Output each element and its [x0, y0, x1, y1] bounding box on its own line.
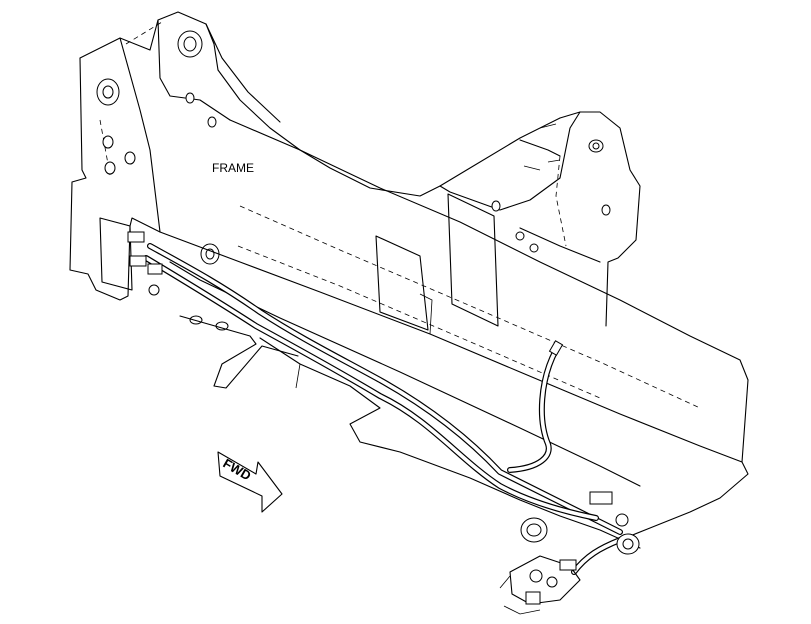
frame-label: FRAME	[212, 161, 254, 175]
frame-mount-holes	[96, 30, 229, 331]
valve-assembly	[499, 517, 640, 615]
forward-arrow: FWD	[217, 451, 283, 513]
frame-lower-mount	[99, 217, 641, 549]
forward-arrow-label: FWD	[221, 456, 254, 484]
frame-main-rail	[159, 119, 749, 549]
hose-fittings	[127, 231, 629, 527]
frame-rear-crossmember	[439, 111, 641, 327]
hydraulic-hoses	[143, 243, 623, 575]
